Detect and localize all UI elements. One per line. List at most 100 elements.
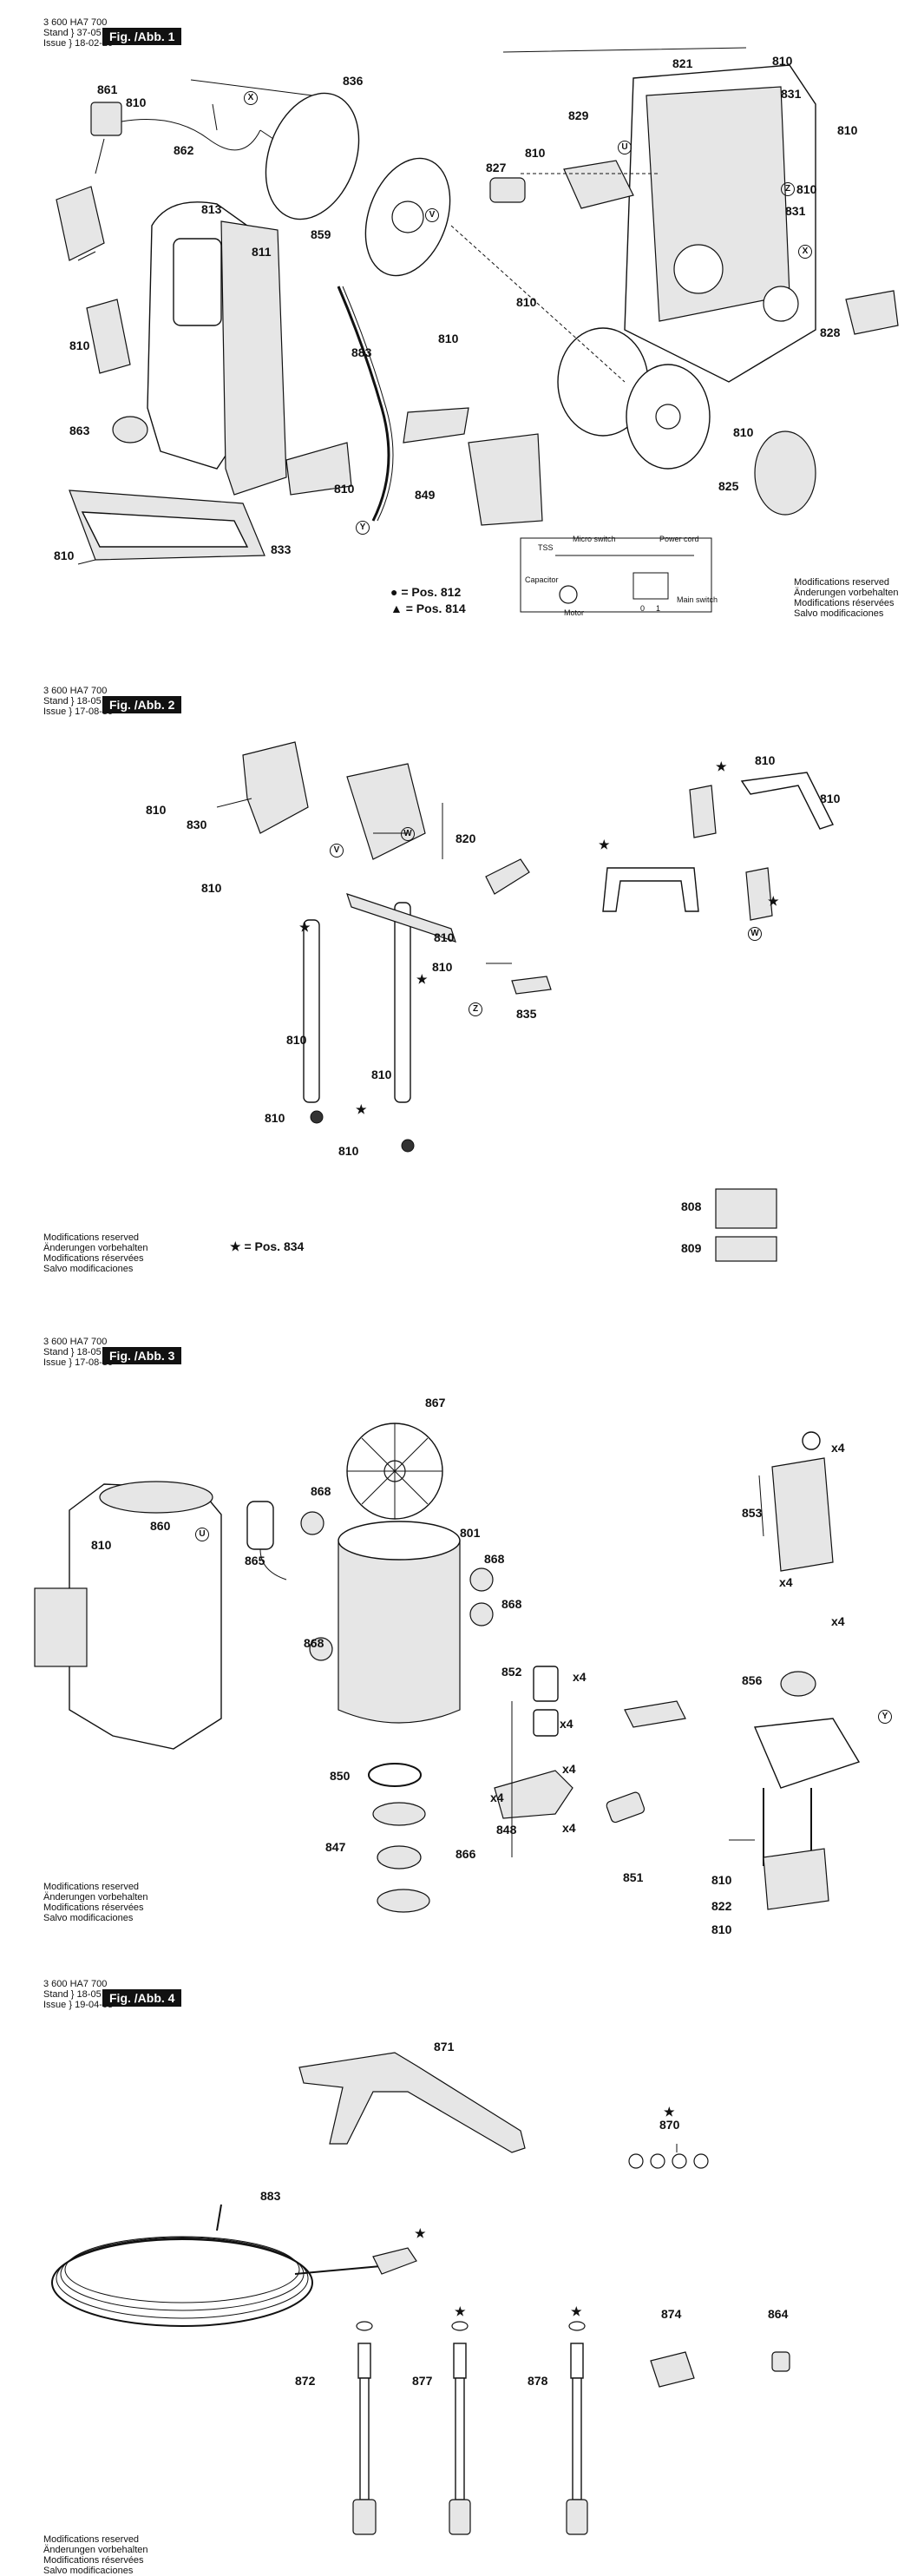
modifications-note: Modifications reserved Änderungen vorbeh… bbox=[43, 2534, 148, 2576]
part-label-810: 810 bbox=[371, 1068, 392, 1081]
issue-label: Issue bbox=[43, 706, 67, 717]
exploded-view-1 bbox=[56, 47, 899, 613]
schematic-power-cord: Power cord bbox=[659, 535, 699, 543]
bracket bbox=[468, 433, 543, 526]
part-label-847: 847 bbox=[325, 1840, 346, 1854]
modifications-note: Modifications reserved Änderungen vorbeh… bbox=[43, 1882, 148, 1923]
part-label-865: 865 bbox=[245, 1554, 265, 1567]
part-label-867: 867 bbox=[425, 1396, 446, 1410]
part-label-810: 810 bbox=[711, 1873, 732, 1887]
issue-label: Issue bbox=[43, 38, 67, 49]
part-label-827: 827 bbox=[486, 161, 507, 174]
pump-head bbox=[771, 1457, 834, 1572]
circuit-schematic bbox=[520, 537, 712, 613]
part-label-868: 868 bbox=[484, 1552, 505, 1566]
ref-v: V bbox=[425, 208, 439, 222]
legend-star: ★ = Pos. 834 bbox=[230, 1239, 305, 1253]
star-marker: ★ bbox=[415, 2226, 426, 2240]
part-label-868: 868 bbox=[311, 1484, 331, 1498]
fig-tag: Fig. /Abb. 1 bbox=[102, 28, 182, 45]
lance-877 bbox=[455, 2377, 465, 2500]
handle-part bbox=[563, 160, 634, 209]
part-label-813: 813 bbox=[201, 202, 222, 216]
doc-number: 3 600 HA7 700 bbox=[43, 1337, 108, 1347]
ref-y: Y bbox=[356, 521, 370, 535]
capacitor bbox=[246, 1501, 274, 1550]
modifications-note: Modifications reserved Änderungen vorbeh… bbox=[43, 1232, 148, 1274]
part-label-810: 810 bbox=[820, 792, 841, 805]
cover-right bbox=[346, 763, 426, 860]
part-label-810: 810 bbox=[146, 803, 167, 817]
clip-part bbox=[86, 299, 131, 374]
ref-w: W bbox=[401, 827, 415, 841]
cover-left bbox=[242, 741, 309, 834]
part-label-851: 851 bbox=[623, 1870, 644, 1884]
schematic-micro-switch: Micro switch bbox=[573, 535, 616, 543]
part-label-860: 860 bbox=[150, 1519, 171, 1533]
cap bbox=[771, 2351, 790, 2372]
part-label-849: 849 bbox=[415, 488, 436, 502]
part-label-811: 811 bbox=[252, 245, 272, 259]
part-label-809: 809 bbox=[681, 1241, 702, 1255]
hose-coil bbox=[51, 2236, 313, 2327]
doc-number: 3 600 HA7 700 bbox=[43, 1979, 108, 1989]
ref-v: V bbox=[330, 844, 344, 858]
sheet-header: 3 600 HA7 700 Stand } 18-05 Issue } 19-0… bbox=[43, 1979, 114, 2010]
part-label-864: 864 bbox=[768, 2307, 789, 2321]
part-label-878: 878 bbox=[528, 2374, 548, 2388]
qty-x4: x4 bbox=[831, 1441, 845, 1455]
manifold bbox=[753, 1718, 861, 1789]
part-label-808: 808 bbox=[681, 1199, 702, 1213]
rotary-nozzle bbox=[650, 2351, 695, 2388]
ref-z: Z bbox=[781, 182, 795, 196]
part-label-810: 810 bbox=[265, 1111, 285, 1125]
stand-value: 18-05 bbox=[76, 696, 102, 706]
part-label-852: 852 bbox=[501, 1665, 522, 1679]
cable bbox=[121, 119, 261, 151]
part-label-833: 833 bbox=[271, 542, 292, 556]
motor-housing bbox=[69, 1483, 222, 1750]
exploded-view-3 bbox=[34, 1423, 861, 1913]
part-label-856: 856 bbox=[742, 1673, 763, 1687]
part-label-870: 870 bbox=[659, 2118, 680, 2132]
legend-triangle: ▲ = Pos. 814 bbox=[390, 601, 466, 615]
handle-large bbox=[602, 867, 699, 912]
part-label-866: 866 bbox=[456, 1847, 476, 1861]
stand-label: Stand bbox=[43, 1989, 69, 2000]
part-label-859: 859 bbox=[311, 227, 331, 241]
qty-x4: x4 bbox=[562, 1762, 576, 1776]
ref-w: W bbox=[748, 927, 762, 941]
part-label-801: 801 bbox=[460, 1526, 481, 1540]
star-marker: ★ bbox=[716, 759, 727, 773]
part-label-850: 850 bbox=[330, 1769, 351, 1783]
part-label-810: 810 bbox=[69, 338, 90, 352]
fan bbox=[346, 1423, 443, 1520]
o-ring bbox=[368, 1763, 422, 1787]
spray-gun bbox=[298, 2052, 526, 2153]
part-label-883: 883 bbox=[351, 345, 372, 359]
stand-value: 18-05 bbox=[76, 1989, 102, 2000]
reel-back bbox=[265, 92, 360, 220]
part-label-821: 821 bbox=[672, 56, 693, 70]
schematic-capacitor: Capacitor bbox=[525, 575, 559, 584]
part-label-810: 810 bbox=[54, 549, 75, 562]
part-label-810: 810 bbox=[286, 1033, 307, 1047]
issue-label: Issue bbox=[43, 2000, 67, 2010]
part-label-835: 835 bbox=[516, 1007, 537, 1021]
part-label-868: 868 bbox=[501, 1597, 522, 1611]
hose bbox=[337, 286, 390, 522]
part-label-871: 871 bbox=[434, 2040, 455, 2054]
doc-number: 3 600 HA7 700 bbox=[43, 686, 108, 696]
part-label-810: 810 bbox=[338, 1144, 359, 1158]
part-label-830: 830 bbox=[187, 818, 207, 831]
part-label-829: 829 bbox=[568, 108, 589, 122]
ref-x: X bbox=[798, 245, 812, 259]
fig-tag: Fig. /Abb. 4 bbox=[102, 1989, 182, 2007]
fig-tag: Fig. /Abb. 2 bbox=[102, 696, 182, 713]
sheet-header: 3 600 HA7 700 Stand } 18-05 Issue } 17-0… bbox=[43, 1337, 114, 1368]
stand-label: Stand bbox=[43, 696, 69, 706]
exploded-view-2 bbox=[216, 741, 834, 1262]
part-label-825: 825 bbox=[718, 479, 739, 493]
part-label-868: 868 bbox=[304, 1636, 324, 1650]
modifications-note: Modifications reserved Änderungen vorbeh… bbox=[794, 577, 899, 619]
